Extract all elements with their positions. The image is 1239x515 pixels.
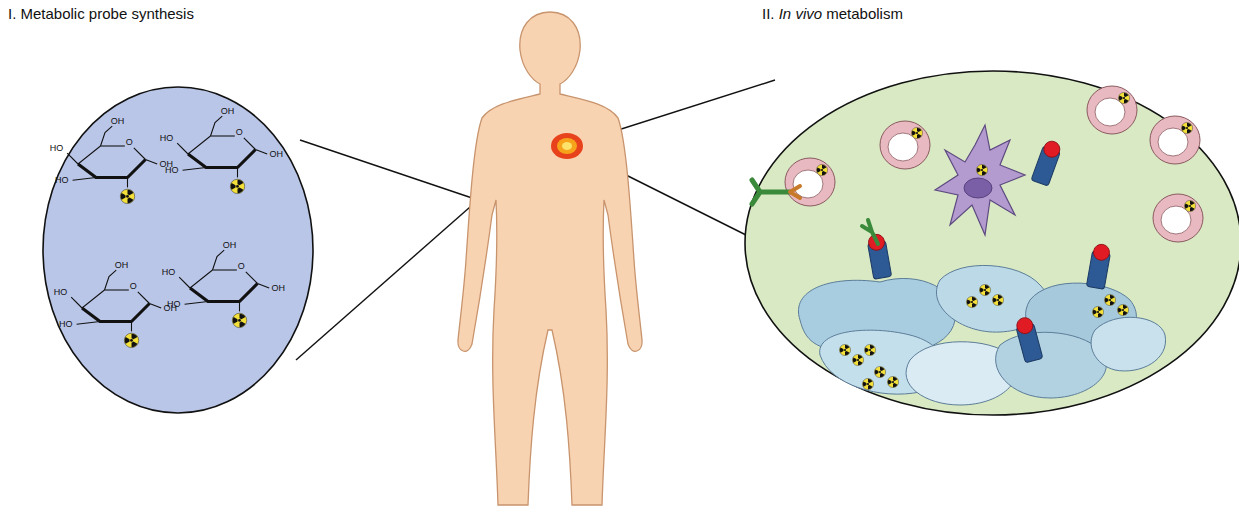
receptors [866,139,1111,363]
atom-label: HO [165,166,179,175]
atom-label: HO [54,287,68,296]
atom-label: OH [269,150,283,159]
atom-label: HO [162,267,176,276]
atom-label: OH [221,106,235,115]
tracer-uptake [838,284,1128,390]
panel-heading: I. Metabolic probe synthesis [8,6,194,21]
zoom-circle [43,87,313,413]
atom-label: O [236,127,243,136]
dendritic-cell [935,125,1025,235]
atom-label: O [126,137,133,146]
atom-label: HO [167,300,181,309]
glucose [179,250,269,329]
panel-heading: II. In vivo metabolism [762,6,903,21]
antibodies [752,180,878,244]
atom-label: OH [115,260,129,269]
human-body [458,12,642,505]
glucose [177,116,267,195]
glucose-molecules [67,116,269,349]
tissue-cells [798,265,1165,405]
immune-cells [785,86,1203,242]
atom-label: OH [223,240,237,249]
atom-label: HO [50,143,64,152]
atom-label: HO [59,320,73,329]
glucose [67,126,157,205]
glucose [71,270,161,349]
zoom-circle [745,71,1239,415]
atom-label: HO [55,176,69,185]
atom-label: O [130,281,137,290]
atom-label: OH [111,116,125,125]
atom-label: HO [160,133,174,142]
atom-label: O [238,261,245,270]
atom-label: OH [271,284,285,293]
